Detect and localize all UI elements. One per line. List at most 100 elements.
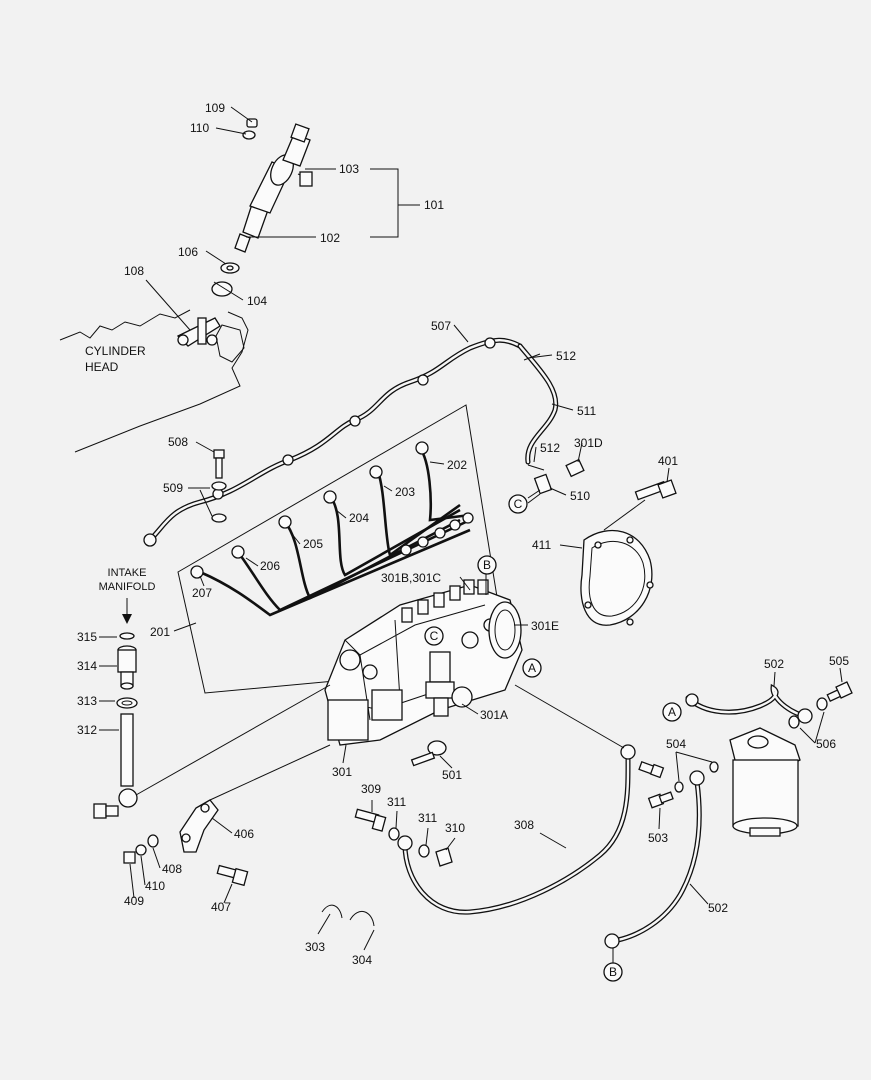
seal-104: [211, 281, 233, 297]
cylinder-head-outline: [59, 309, 249, 453]
fuel-filter: [729, 727, 801, 837]
washer-410: [135, 844, 147, 856]
nut-409: [123, 851, 136, 864]
connector-b-top: B: [477, 555, 497, 575]
cylinder-head-label-line2: HEAD: [85, 360, 119, 374]
o-ring-313: [116, 697, 138, 709]
intake-arrow: [122, 598, 132, 624]
washer-506: [788, 697, 828, 729]
svg-text:B: B: [483, 558, 491, 572]
label-315: 315: [77, 630, 97, 644]
label-313: 313: [77, 694, 97, 708]
label-110: 110: [190, 121, 209, 135]
label-311-left: 311: [387, 795, 406, 809]
cylinder-head-label: CYLINDER: [85, 344, 146, 358]
gasket-411: [580, 529, 654, 626]
label-312: 312: [77, 723, 97, 737]
label-310: 310: [445, 821, 465, 835]
bolt-503: [647, 791, 674, 809]
bolt-508: [213, 449, 225, 479]
bolt-407: [216, 864, 249, 887]
label-406: 406: [234, 827, 254, 841]
label-205: 205: [303, 537, 323, 551]
label-501: 501: [442, 768, 462, 782]
label-502-top: 502: [764, 657, 784, 671]
part-number-labels: 109 110 103 101 102 106 108 104 507 512 …: [77, 101, 849, 967]
label-206: 206: [260, 559, 280, 573]
intake-manifold-label: INTAKE: [108, 567, 147, 579]
intake-manifold-label-line2: MANIFOLD: [99, 581, 156, 593]
fuel-line-308: [397, 744, 636, 915]
label-408: 408: [162, 862, 182, 876]
eye-bolt-501: [410, 740, 447, 767]
label-102: 102: [320, 231, 340, 245]
fuel-line-502-bottom: [604, 770, 705, 949]
clamp-108: [176, 317, 221, 347]
bolt-309: [354, 808, 387, 832]
label-407: 407: [211, 900, 231, 914]
pump-gear-301E: [488, 601, 522, 659]
svg-text:B: B: [609, 965, 617, 979]
label-502-bottom: 502: [708, 901, 728, 915]
leak-off-pipe-507: [143, 337, 523, 547]
label-411: 411: [532, 538, 551, 552]
clip-304: [349, 911, 375, 927]
washer-110: [242, 130, 256, 140]
label-108: 108: [124, 264, 144, 278]
label-301: 301: [332, 765, 352, 779]
cap-310: [435, 847, 453, 867]
bolt-312: [93, 803, 119, 819]
fuel-line-502-top: [685, 683, 813, 724]
feed-pump-301A: [425, 651, 473, 717]
fitting-510: [527, 473, 553, 499]
label-106: 106: [178, 245, 198, 259]
label-203: 203: [395, 485, 415, 499]
label-109: 109: [205, 101, 225, 115]
label-301E: 301E: [531, 619, 559, 633]
label-104: 104: [247, 294, 267, 308]
label-410: 410: [145, 879, 165, 893]
label-301A: 301A: [480, 708, 508, 722]
label-301D: 301D: [574, 436, 603, 450]
bolt-401: [634, 479, 677, 501]
injection-pump-301: [324, 584, 523, 746]
label-509: 509: [163, 481, 183, 495]
washer-311: [388, 827, 430, 858]
connector-a-right: A: [662, 702, 682, 722]
svg-text:C: C: [514, 497, 523, 511]
svg-text:C: C: [430, 629, 439, 643]
label-303: 303: [305, 940, 325, 954]
connector-b-bottom: B: [603, 948, 623, 982]
svg-text:A: A: [528, 661, 536, 675]
bolt-308: [638, 761, 665, 779]
adapter-314: [117, 645, 137, 690]
label-201: 201: [150, 625, 170, 639]
label-409: 409: [124, 894, 144, 908]
nut-109: [246, 118, 258, 128]
delivery-valves: [401, 579, 489, 623]
label-504: 504: [666, 737, 686, 751]
connector-c-pump: C: [424, 626, 444, 646]
label-101: 101: [424, 198, 444, 212]
pipe-312: [118, 713, 138, 808]
label-309: 309: [361, 782, 381, 796]
label-507: 507: [431, 319, 451, 333]
connector-a-pump: A: [522, 658, 542, 678]
label-508: 508: [168, 435, 188, 449]
bolt-505: [826, 681, 853, 703]
injector-nozzle: [234, 123, 313, 253]
label-510: 510: [570, 489, 590, 503]
connector-c-left: C: [508, 494, 528, 514]
label-103: 103: [339, 162, 359, 176]
label-311-right: 311: [418, 811, 437, 825]
bracket-406: [179, 799, 219, 853]
label-308: 308: [514, 818, 534, 832]
svg-text:A: A: [668, 705, 676, 719]
bolt-301D: [565, 458, 585, 478]
label-314: 314: [77, 659, 97, 673]
label-304: 304: [352, 953, 372, 967]
label-503: 503: [648, 831, 668, 845]
injection-pipes: [190, 441, 474, 617]
